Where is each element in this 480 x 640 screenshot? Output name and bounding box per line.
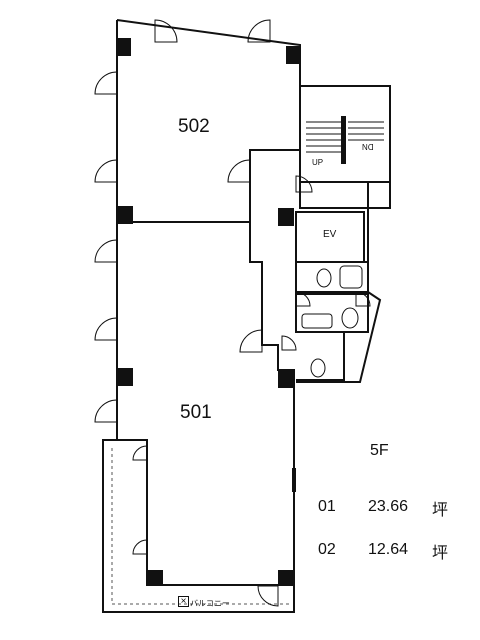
- room-label-502: 502: [178, 116, 210, 137]
- door-swing: [154, 19, 178, 43]
- balcony-outline: [102, 439, 295, 613]
- door-swing: [247, 19, 271, 43]
- floor-label: 5F: [370, 442, 389, 459]
- toilet-fixture: [341, 307, 359, 329]
- column: [147, 570, 163, 586]
- door-swing: [94, 317, 118, 341]
- toilet-fixture: [316, 268, 332, 288]
- room-label-501: 501: [180, 402, 212, 423]
- stair-down-label: DN: [362, 142, 374, 151]
- column: [117, 38, 131, 56]
- door-swing: [239, 329, 263, 353]
- unit-01-id: 01: [318, 498, 336, 515]
- sink-fixture: [301, 313, 333, 329]
- elevator-label: EV: [323, 229, 337, 240]
- door-swing: [94, 159, 118, 183]
- door-swing: [132, 445, 148, 461]
- column: [286, 46, 300, 64]
- unit-01-unit: 坪: [432, 502, 449, 519]
- stair-core: [299, 85, 391, 183]
- stair-core-lower: [367, 181, 391, 209]
- toilet-1: [295, 261, 369, 293]
- door-swing: [94, 399, 118, 423]
- toilet-3: [296, 331, 345, 381]
- door-swing: [132, 539, 148, 555]
- balcony-rail: [111, 448, 290, 605]
- door-swing: [94, 239, 118, 263]
- door-swing: [281, 335, 297, 351]
- balcony-symbol: ×: [178, 596, 189, 607]
- door-swing: [355, 291, 371, 307]
- column: [117, 206, 133, 224]
- stair-divider: [341, 116, 346, 164]
- door-swing: [94, 71, 118, 95]
- stair-up-label: UP: [312, 158, 324, 167]
- corridor: [250, 149, 369, 262]
- column: [278, 570, 294, 586]
- unit-02-id: 02: [318, 541, 336, 558]
- column: [278, 370, 294, 388]
- column: [117, 368, 133, 386]
- wall-east: [296, 291, 382, 383]
- door-swing: [257, 585, 279, 607]
- door-swing: [295, 175, 313, 193]
- door-swing: [295, 291, 311, 307]
- unit-02-unit: 坪: [432, 545, 449, 562]
- unit-01-area: 23.66: [368, 498, 409, 515]
- unit-02-area: 12.64: [368, 541, 409, 558]
- sink-fixture: [339, 265, 363, 289]
- toilet-fixture: [310, 358, 326, 378]
- balcony-label: バルコニー: [190, 599, 230, 608]
- door-swing: [227, 159, 251, 183]
- column: [278, 208, 294, 226]
